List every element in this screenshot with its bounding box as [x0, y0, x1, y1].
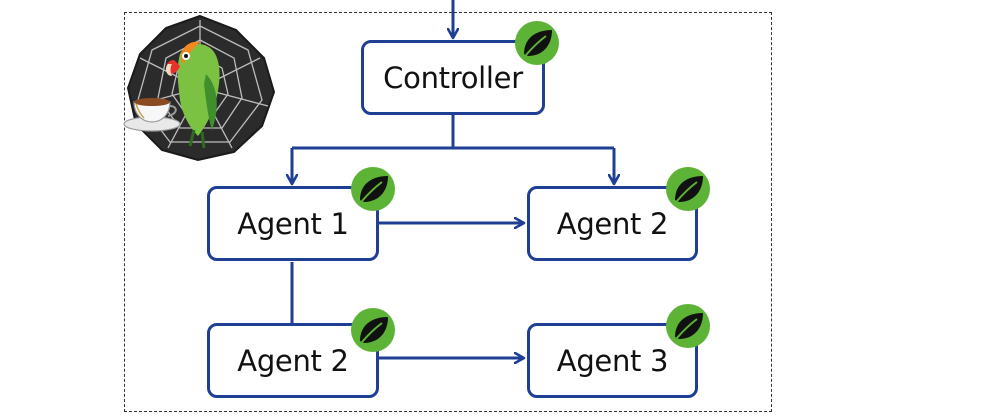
agent-3-label: Agent 3: [556, 343, 669, 378]
agent-2-top-label: Agent 2: [556, 206, 669, 241]
agent-1-label: Agent 1: [237, 206, 349, 241]
spring-leaf-icon: [515, 21, 559, 65]
teacup-icon: [123, 98, 181, 132]
agent-2-bottom-label: Agent 2: [237, 343, 349, 378]
parrot-teacup-spiderweb-logo: [123, 14, 276, 162]
agent-1-node: Agent 1: [207, 186, 379, 261]
agent-2-bottom-node: Agent 2: [207, 323, 379, 398]
spring-leaf-icon: [666, 167, 710, 211]
spring-leaf-icon: [666, 304, 710, 348]
boundary-frame: [124, 12, 772, 412]
spring-leaf-icon: [351, 308, 395, 352]
agent-3-node: Agent 3: [527, 323, 698, 398]
controller-label: Controller: [383, 60, 523, 95]
parrot-icon: [165, 41, 220, 149]
agent-2-top-node: Agent 2: [527, 186, 698, 261]
spring-leaf-icon: [351, 167, 395, 211]
controller-node: Controller: [361, 40, 545, 115]
